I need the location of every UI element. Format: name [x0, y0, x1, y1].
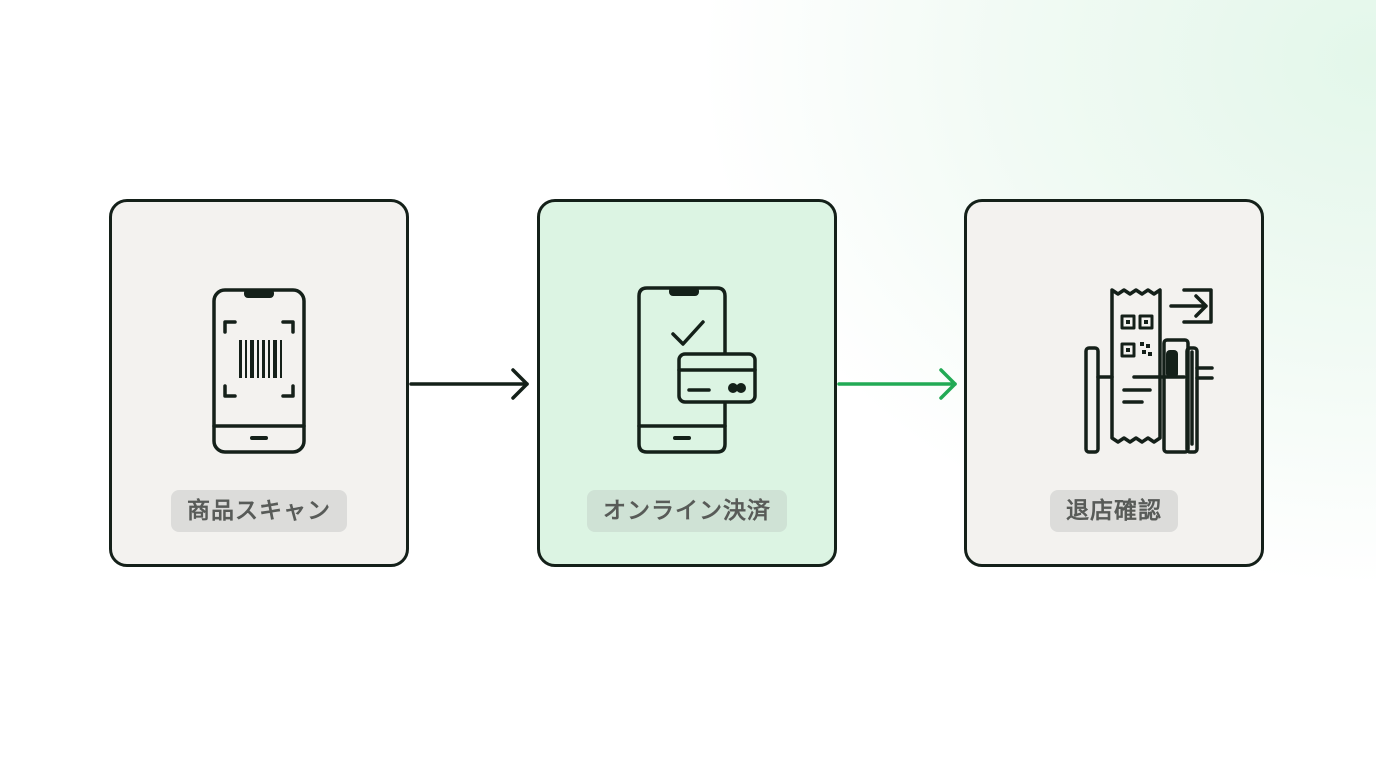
step-label: オンライン決済 — [587, 490, 787, 532]
arrow-scan-to-payment — [409, 368, 529, 400]
step-label: 退店確認 — [1050, 490, 1178, 532]
receipt-gate-exit-icon — [1084, 288, 1214, 454]
step-card-payment: オンライン決済 — [537, 199, 837, 567]
arrow-payment-to-exit — [837, 368, 957, 400]
phone-card-payment-icon — [637, 286, 757, 454]
phone-barcode-scan-icon — [212, 288, 306, 454]
step-card-scan: 商品スキャン — [109, 199, 409, 567]
step-label: 商品スキャン — [171, 490, 347, 532]
step-card-exit: 退店確認 — [964, 199, 1264, 567]
